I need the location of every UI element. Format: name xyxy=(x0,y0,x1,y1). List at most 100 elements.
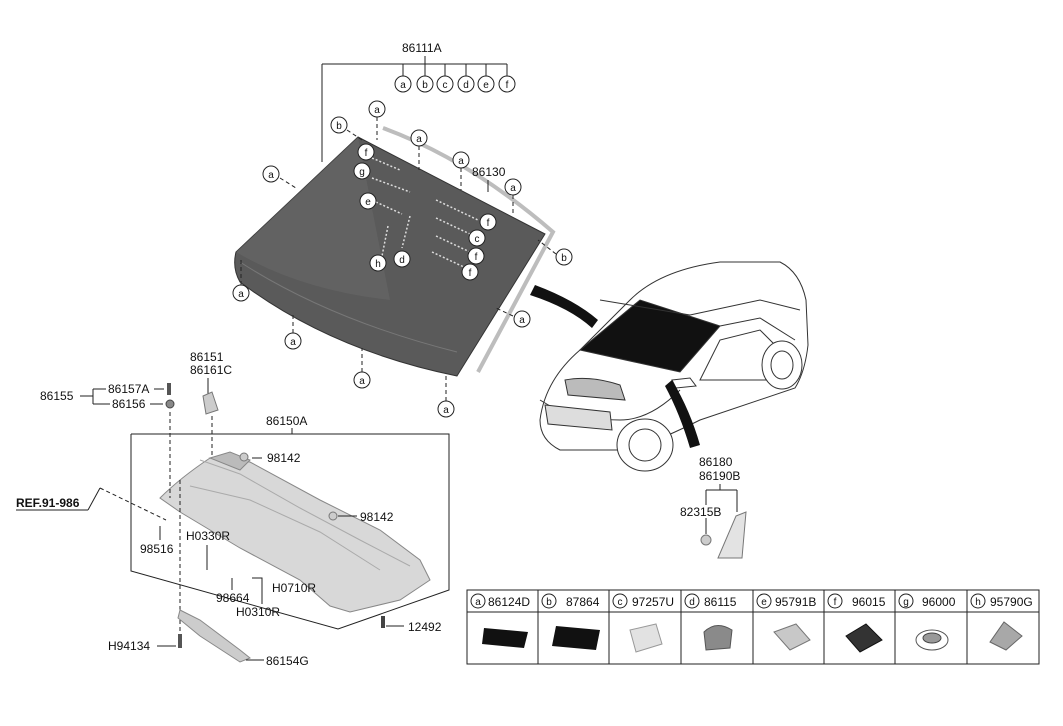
svg-text:86124D: 86124D xyxy=(488,595,530,609)
pin-part xyxy=(178,634,182,648)
svg-text:d: d xyxy=(399,255,405,266)
screw-part xyxy=(167,383,171,395)
glass-callouts: f g e h d f c f f xyxy=(353,143,497,281)
mirror-to-vehicle-arrow xyxy=(665,380,700,448)
svg-text:b: b xyxy=(422,80,428,91)
label-98142-a: 98142 xyxy=(267,451,301,465)
label-86190B: 86190B xyxy=(699,469,740,483)
bolt-part xyxy=(381,616,385,628)
svg-text:a: a xyxy=(290,337,296,348)
label-12492: 12492 xyxy=(408,620,442,634)
svg-text:f: f xyxy=(469,268,472,279)
callout-f: f xyxy=(467,247,485,265)
callout-c: c xyxy=(468,229,486,247)
glass-to-vehicle-arrow xyxy=(530,285,598,328)
glass-mounting-marks xyxy=(371,157,479,269)
cowl-frame xyxy=(130,428,450,630)
svg-text:c: c xyxy=(475,234,480,245)
lower-cowl-part xyxy=(177,609,251,663)
callout-c: c xyxy=(436,75,454,93)
svg-text:f: f xyxy=(487,218,490,229)
label-86157A: 86157A xyxy=(108,382,149,396)
mirror-cover-part xyxy=(717,511,747,559)
svg-text:b: b xyxy=(561,253,567,264)
svg-text:86115: 86115 xyxy=(704,595,737,609)
callout-a: a xyxy=(368,100,386,118)
label-86161C: 86161C xyxy=(190,363,232,377)
svg-text:h: h xyxy=(975,597,981,608)
part-86115-image xyxy=(703,625,733,651)
svg-text:f: f xyxy=(365,148,368,159)
svg-text:95790G: 95790G xyxy=(990,595,1033,609)
callout-a: a xyxy=(232,284,250,302)
svg-text:96000: 96000 xyxy=(922,595,956,609)
cowl-bracket-part xyxy=(202,391,219,415)
svg-text:c: c xyxy=(618,597,623,608)
callout-a: a xyxy=(262,165,280,183)
svg-text:e: e xyxy=(365,197,371,208)
svg-text:95791B: 95791B xyxy=(775,595,816,609)
label-86180: 86180 xyxy=(699,455,733,469)
callout-b: b xyxy=(555,248,573,266)
windshield-moulding xyxy=(382,126,556,373)
callout-d: d xyxy=(393,250,411,268)
svg-text:g: g xyxy=(359,167,365,178)
part-96015-image xyxy=(845,623,883,653)
callout-a: a xyxy=(452,151,470,169)
callout-f: f xyxy=(479,213,497,231)
svg-text:h: h xyxy=(375,259,381,270)
cowl-dashed-leaders xyxy=(99,412,213,640)
callout-a: a xyxy=(284,332,302,350)
callout-d: d xyxy=(457,75,475,93)
svg-text:d: d xyxy=(463,80,469,91)
part-95790G-image xyxy=(989,621,1023,651)
callout-a: a xyxy=(410,129,428,147)
callout-f: f xyxy=(498,75,516,93)
callout-b: b xyxy=(330,116,348,134)
callout-a: a xyxy=(504,178,522,196)
label-98142-b: 98142 xyxy=(360,510,394,524)
callout-h: h xyxy=(369,254,387,272)
svg-text:a: a xyxy=(238,289,244,300)
label-ref: REF.91-986 xyxy=(16,496,80,510)
svg-text:a: a xyxy=(416,134,422,145)
callout-a: a xyxy=(437,400,455,418)
svg-text:a: a xyxy=(519,315,525,326)
svg-text:d: d xyxy=(689,597,695,608)
label-86155: 86155 xyxy=(40,389,74,403)
label-86111A: 86111A xyxy=(402,41,442,55)
svg-text:a: a xyxy=(458,156,464,167)
svg-text:e: e xyxy=(483,80,489,91)
callout-f: f xyxy=(461,263,479,281)
svg-text:b: b xyxy=(336,121,342,132)
callout-a: a xyxy=(353,371,371,389)
svg-text:96015: 96015 xyxy=(852,595,886,609)
label-86154G: 86154G xyxy=(266,654,309,668)
svg-text:a: a xyxy=(475,597,481,608)
label-86151: 86151 xyxy=(190,350,224,364)
clip-98142-part xyxy=(239,452,249,462)
vehicle-illustration xyxy=(539,261,809,472)
glass-outer-leaders xyxy=(240,117,557,401)
86111A-bracket xyxy=(321,56,508,162)
svg-text:a: a xyxy=(400,80,406,91)
86111A-letter-row: a b c d e f xyxy=(394,75,516,93)
svg-text:f: f xyxy=(834,597,837,608)
part-86124D-image xyxy=(482,628,528,648)
callout-b: b xyxy=(416,75,434,93)
label-86156: 86156 xyxy=(112,397,146,411)
label-86130: 86130 xyxy=(472,165,506,179)
label-98516: 98516 xyxy=(140,542,174,556)
svg-text:c: c xyxy=(443,80,448,91)
label-H0330R: H0330R xyxy=(186,529,230,543)
callout-e: e xyxy=(477,75,495,93)
label-H0710R: H0710R xyxy=(272,581,316,595)
part-87864-image xyxy=(552,626,600,650)
svg-text:f: f xyxy=(475,252,478,263)
